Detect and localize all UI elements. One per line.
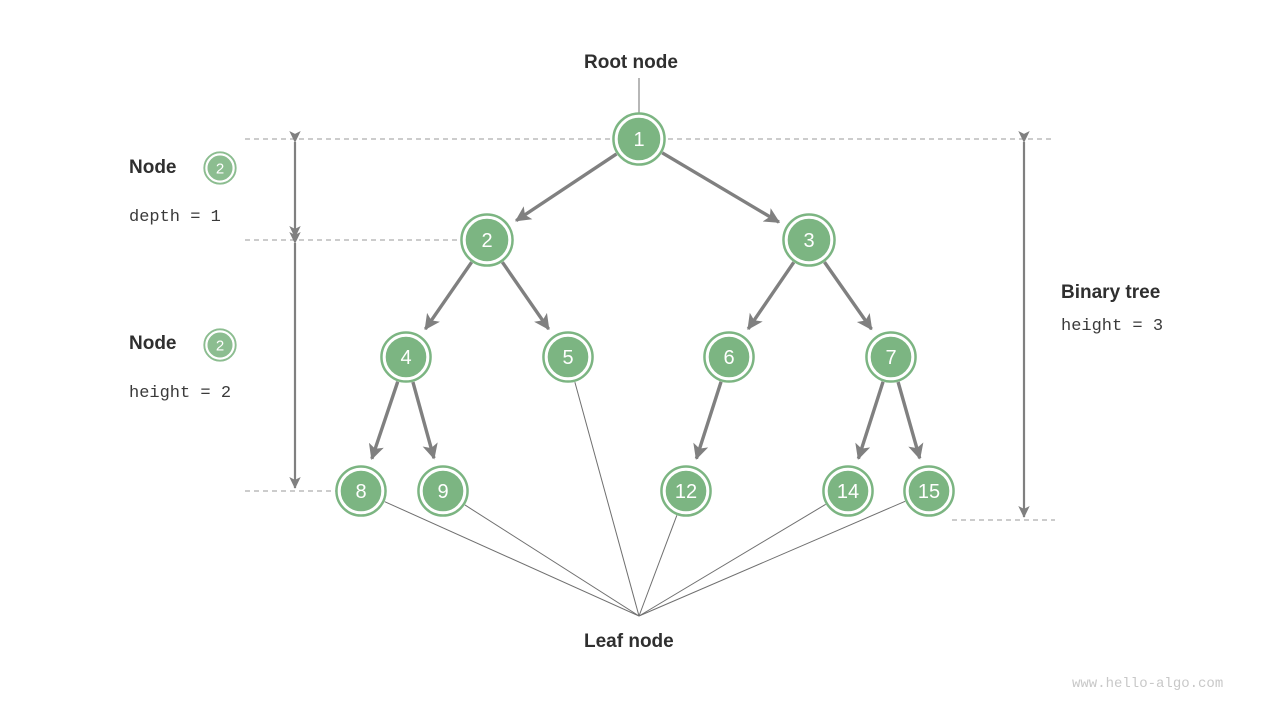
node-value-5: 5: [562, 347, 573, 369]
node-value-9: 9: [437, 481, 448, 503]
node-ring-15: [905, 467, 953, 515]
tree-node-2[interactable]: 2: [460, 213, 514, 267]
node-ring-4: [382, 333, 430, 381]
leaf-leader-line-n9: [464, 504, 640, 617]
node-value-2: 2: [481, 230, 492, 252]
tree-edge-n6-n12: [693, 381, 723, 460]
node-ring-14: [824, 467, 872, 515]
node-fill-8: [341, 471, 381, 511]
node-value-4: 4: [400, 347, 411, 369]
node-value-6: 6: [723, 347, 734, 369]
leaf-leader-line-n12: [638, 515, 678, 617]
measurement-arrows: [289, 131, 1030, 518]
node-ring-2: [462, 215, 512, 265]
tree-edge-n4-n9: [411, 381, 438, 460]
tree-edge-n7-n14: [855, 381, 885, 460]
node-fill-15: [909, 471, 949, 511]
node-fill-2: [466, 219, 508, 261]
leaf-leader-line-n8: [384, 501, 640, 617]
tree-node-8[interactable]: 8: [335, 465, 387, 517]
tree-node-15[interactable]: 15: [903, 465, 955, 517]
tree-edge-n3-n7: [823, 261, 873, 331]
tree-node-9[interactable]: 9: [417, 465, 469, 517]
node-height-badge-ring: [205, 330, 235, 360]
node-depth-badge: 2: [203, 151, 237, 185]
tree-node-4[interactable]: 4: [380, 331, 432, 383]
tree-edge-n1-n3: [661, 151, 781, 224]
tree-node-14[interactable]: 14: [822, 465, 874, 517]
tree-node-7[interactable]: 7: [865, 331, 917, 383]
site-watermark: www.hello-algo.com: [1072, 676, 1224, 692]
node-height-annotation-title: Node: [129, 333, 177, 354]
tree-edge-n2-n4: [423, 261, 474, 331]
node-fill-4: [386, 337, 426, 377]
node-ring-3: [784, 215, 834, 265]
binary-tree-annotation-title: Binary tree: [1061, 282, 1161, 303]
inline-node-badges: 22: [203, 151, 237, 362]
node-fill-6: [709, 337, 749, 377]
node-height-badge-fill: [207, 332, 233, 358]
leaf-leader-line-n15: [638, 500, 906, 617]
tree-edge-n1-n2: [515, 152, 618, 223]
level-guide-lines: [245, 138, 1055, 521]
root-node-annotation: Root node: [584, 52, 678, 73]
tree-node-1[interactable]: 1: [612, 112, 666, 166]
node-depth-annotation-title: Node: [129, 157, 177, 178]
node-depth-badge-ring: [205, 153, 235, 183]
node-value-14: 14: [837, 481, 859, 503]
node-ring-5: [544, 333, 592, 381]
node-value-3: 3: [803, 230, 814, 252]
tree-edge-n4-n8: [368, 381, 400, 461]
tree-node-3[interactable]: 3: [782, 213, 836, 267]
tree-edge-n3-n6: [746, 261, 796, 331]
node-fill-14: [828, 471, 868, 511]
leaf-node-annotation: Leaf node: [584, 631, 674, 652]
tree-node-5[interactable]: 5: [542, 331, 594, 383]
annotation-leader-lines: [384, 78, 906, 617]
node-fill-1: [618, 118, 660, 160]
tree-edge-n7-n15: [896, 381, 924, 460]
node-ring-12: [662, 467, 710, 515]
node-fill-3: [788, 219, 830, 261]
node-ring-7: [867, 333, 915, 381]
leaf-leader-line-n5: [574, 381, 640, 617]
leaf-leader-line-n14: [638, 503, 826, 617]
tree-node-12[interactable]: 12: [660, 465, 712, 517]
node-fill-9: [423, 471, 463, 511]
node-fill-5: [548, 337, 588, 377]
node-value-1: 1: [633, 129, 644, 151]
tree-edges: [368, 151, 924, 461]
node-ring-6: [705, 333, 753, 381]
node-fill-12: [666, 471, 706, 511]
node-ring-9: [419, 467, 467, 515]
node-depth-badge-fill: [207, 155, 233, 181]
tree-edge-n2-n5: [500, 261, 551, 331]
node-value-7: 7: [885, 347, 896, 369]
node-ring-1: [614, 114, 664, 164]
node-depth-badge-value: 2: [216, 161, 224, 178]
node-ring-8: [337, 467, 385, 515]
node-height-badge: 2: [203, 328, 237, 362]
node-value-8: 8: [355, 481, 366, 503]
node-height-value: height = 2: [129, 384, 232, 403]
node-height-badge-value: 2: [216, 338, 224, 355]
tree-node-6[interactable]: 6: [703, 331, 755, 383]
node-depth-value: depth = 1: [129, 208, 221, 227]
node-value-12: 12: [675, 481, 697, 503]
node-fill-7: [871, 337, 911, 377]
binary-tree-height-value: height = 3: [1061, 317, 1164, 336]
node-value-15: 15: [918, 481, 940, 503]
